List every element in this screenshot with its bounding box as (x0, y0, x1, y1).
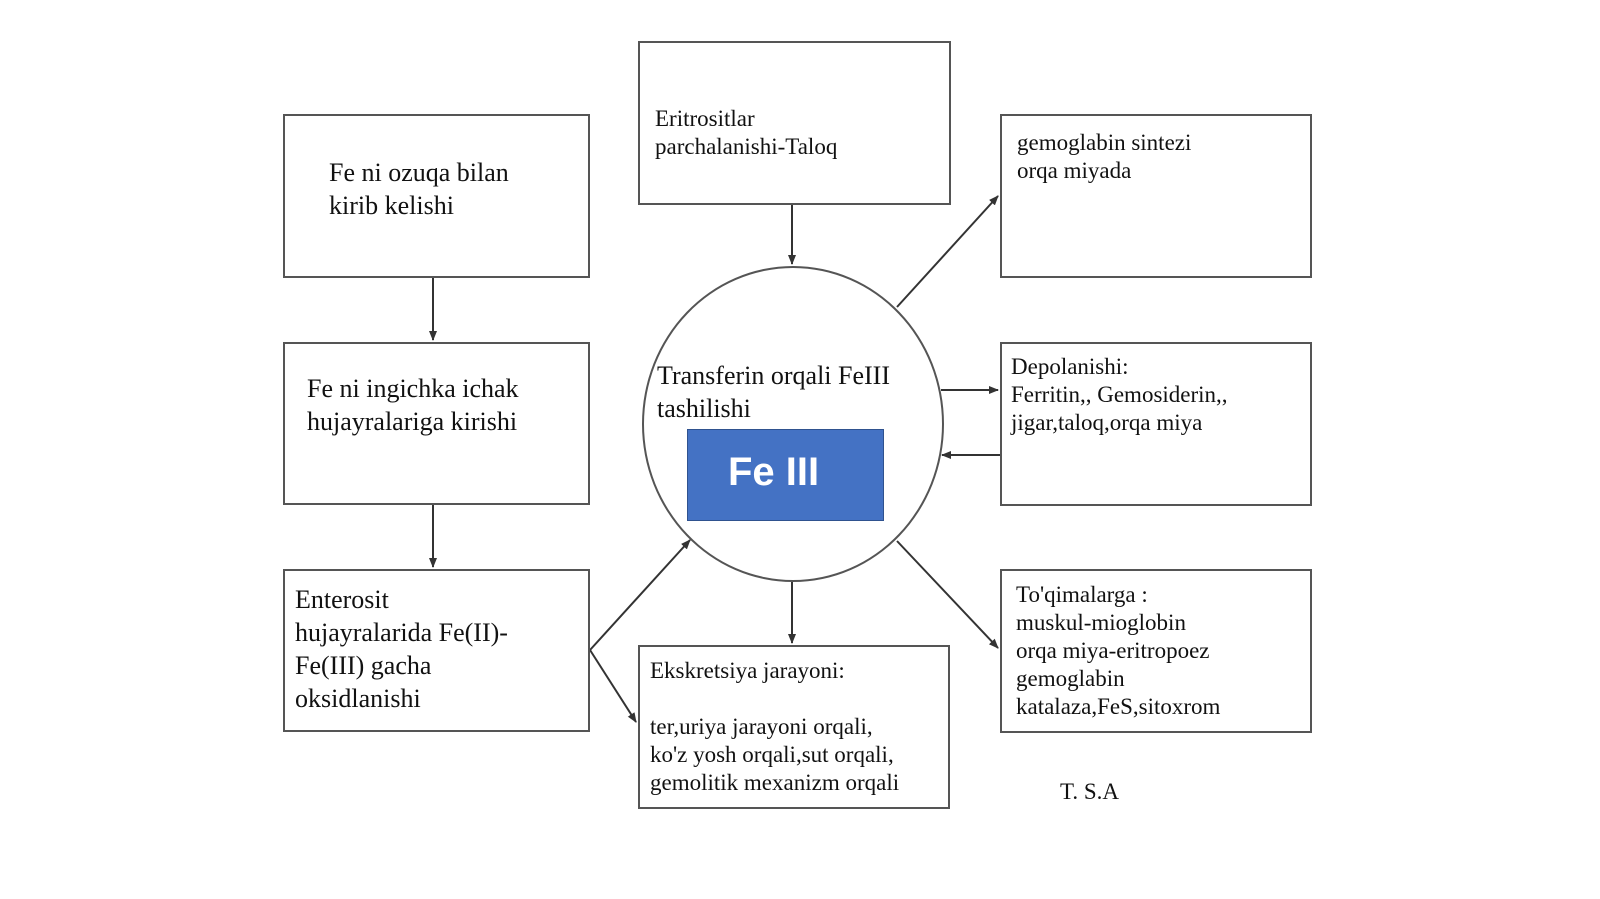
box-erythrocyte-breakdown: Eritrositlar parchalanishi-Taloq (638, 41, 951, 205)
box-text-line: Enterosit (295, 585, 389, 614)
center-text-line: tashilishi (657, 394, 751, 423)
box-text-line: Ferritin,, Gemosiderin,, (1011, 382, 1228, 407)
box-excretion: Ekskretsiya jarayoni: ter,uriya jarayoni… (638, 645, 950, 809)
box-text-line: gemolitik mexanizm orqali (650, 770, 900, 795)
box-text-line: orqa miyada (1017, 158, 1132, 183)
box-text-line: gemoglabin sintezi (1017, 130, 1192, 155)
box-text-line: Fe ni ingichka ichak (307, 374, 519, 403)
arrow-oxidation-to-center (589, 539, 691, 651)
arrow-center-to-hemoglobin (896, 195, 999, 308)
box-text-line: Eritrositlar (655, 106, 755, 131)
box-text-line: To'qimalarga : (1016, 582, 1148, 607)
box-text-line: Fe(III) gacha (295, 651, 432, 680)
box-text-line: orqa miya-eritropoez (1016, 638, 1210, 663)
box-text-line: Fe ni ozuqa bilan (329, 158, 509, 187)
box-food-intake: Fe ni ozuqa bilan kirib kelishi (283, 114, 590, 278)
box-text-line: hujayralariga kirishi (307, 407, 518, 436)
center-node-label: Transferin orqali FeIII tashilishi (657, 359, 890, 425)
arrow-center-to-tissues (896, 540, 999, 649)
box-text-line: ter,uriya jarayoni orqali, (650, 714, 873, 739)
box-oxidation: Enterosit hujayralarida Fe(II)- Fe(III) … (283, 569, 590, 732)
box-text-line: parchalanishi-Taloq (655, 134, 838, 159)
box-text-line: muskul-mioglobin (1016, 610, 1186, 635)
box-text-line: hujayralarida Fe(II)- (295, 618, 508, 647)
box-tissues: To'qimalarga : muskul-mioglobin orqa miy… (1000, 569, 1312, 733)
box-text-line: katalaza,FeS,sitoxrom (1016, 694, 1221, 719)
box-text-line: jigar,taloq,orqa miya (1011, 410, 1203, 435)
box-text-line: gemoglabin (1016, 666, 1125, 691)
author-signature: T. S.A (1060, 779, 1119, 804)
center-text-line: Transferin orqali FeIII (657, 361, 890, 390)
box-text-line: kirib kelishi (329, 191, 454, 220)
center-transferrin-node (642, 266, 944, 582)
arrow-oxidation-to-excretion (589, 649, 637, 723)
box-deposition: Depolanishi: Ferritin,, Gemosiderin,, ji… (1000, 342, 1312, 506)
box-text-line: Depolanishi: (1011, 354, 1129, 379)
box-intestine-entry: Fe ni ingichka ichak hujayralariga kiris… (283, 342, 590, 505)
box-text-line: oksidlanishi (295, 684, 421, 713)
fe-iii-badge: Fe III (687, 429, 884, 521)
box-heading: Ekskretsiya jarayoni: (650, 658, 845, 683)
box-text-line: ko'z yosh orqali,sut orqali, (650, 742, 894, 767)
box-hemoglobin-synthesis: gemoglabin sintezi orqa miyada (1000, 114, 1312, 278)
